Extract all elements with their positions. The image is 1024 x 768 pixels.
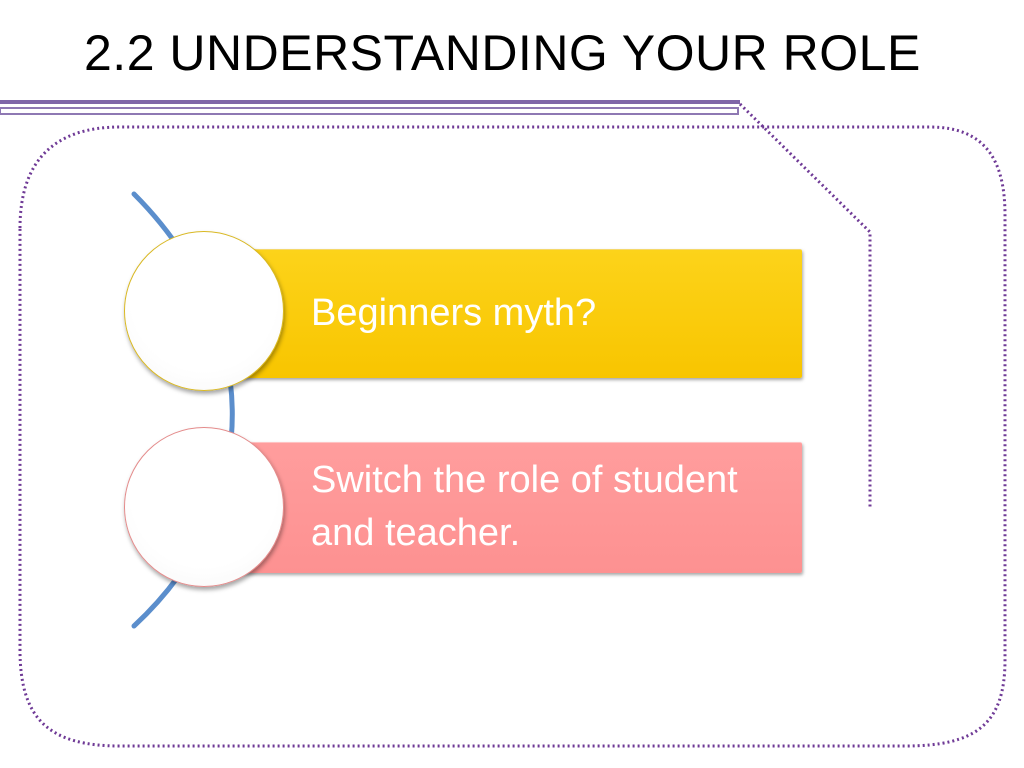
content-frame <box>18 125 1007 748</box>
page-title: 2.2 UNDERSTANDING YOUR ROLE <box>84 25 921 81</box>
list-item-label: Switch the role of student and teacher. <box>311 459 738 554</box>
title-underline-top <box>0 100 740 104</box>
list-item-beginners-myth: Beginners myth? <box>210 249 802 378</box>
list-item-switch-role: Switch the role of student and teacher. <box>210 442 802 573</box>
list-item-marker-circle <box>124 231 284 391</box>
list-item-label: Beginners myth? <box>311 292 597 334</box>
list-item-marker-circle <box>124 427 284 587</box>
title-underline-bottom <box>0 107 739 115</box>
dotted-connector <box>738 102 872 508</box>
